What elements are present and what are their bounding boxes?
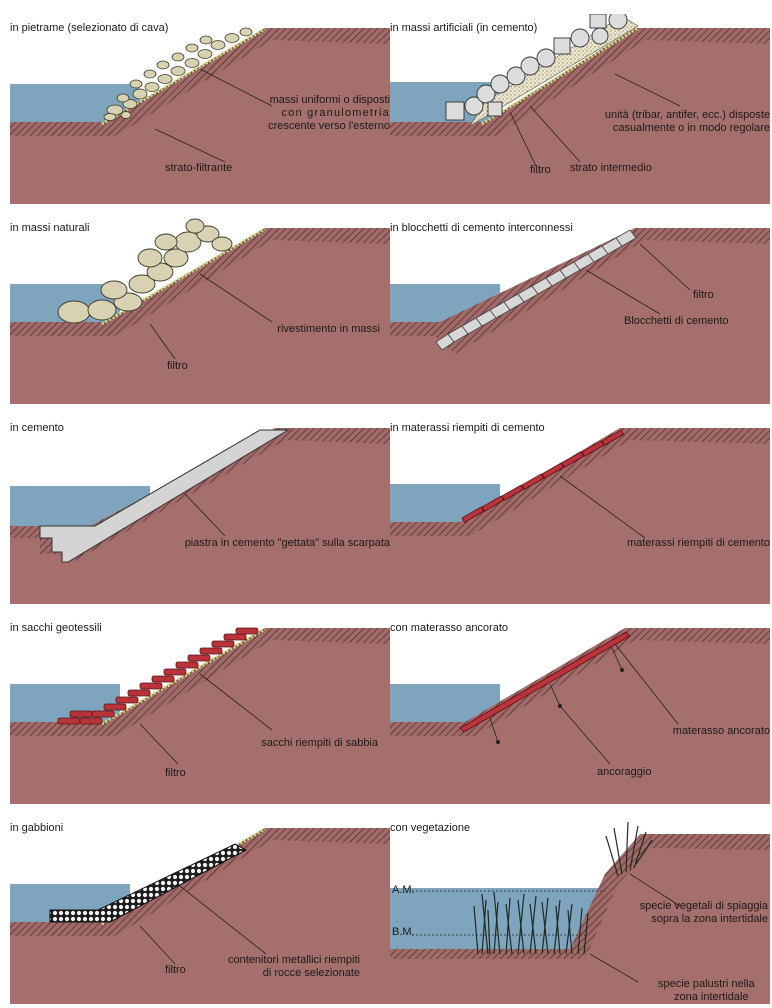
label-materasso-ancorato: materasso ancorato (673, 725, 770, 738)
panel-materassi: in materassi riempiti di cemento materas… (390, 414, 770, 604)
label-rocce: di rocce selezionate (263, 967, 360, 980)
panel-title: in blocchetti di cemento interconnessi (390, 222, 573, 235)
massi-naturali-diagram (10, 214, 390, 404)
cemento-diagram (10, 414, 390, 604)
panel-title: in materassi riempiti di cemento (390, 422, 545, 435)
panel-massi-artificiali: in massi artificiali (in cemento) unità … (390, 14, 770, 204)
label-ancoraggio: ancoraggio (597, 766, 651, 779)
panel-blocchetti: in blocchetti di cemento interconnessi f… (390, 214, 770, 404)
materasso-ancorato-diagram (390, 614, 770, 804)
panel-cemento: in cemento piastra in cemento "gettata" … (10, 414, 390, 604)
panel-massi-naturali: in massi naturali rivestimento in massi … (10, 214, 390, 404)
label-crescente: crescente verso l'esterno (268, 120, 390, 133)
label-zona-intertidale: zona intertidale (674, 991, 749, 1004)
label-specie-spiaggia: specie vegetali di spiaggia (640, 900, 768, 913)
panel-title: in pietrame (selezionato di cava) (10, 22, 168, 35)
materassi-diagram (390, 414, 770, 604)
blocchetti-diagram (390, 214, 770, 404)
label-casualmente: casualmente o in modo regolare (613, 122, 770, 135)
label-strato-intermedio: strato intermedio (570, 162, 652, 175)
sacchi-diagram (10, 614, 390, 804)
label-strato-filtrante: strato-filtrante (165, 162, 232, 175)
panel-title: con materasso ancorato (390, 622, 508, 635)
panel-title: in cemento (10, 422, 64, 435)
label-filtro: filtro (693, 289, 714, 302)
panel-vegetazione: con vegetazione A.M. B.M. specie vegetal… (390, 814, 770, 1004)
panel-title: in gabbioni (10, 822, 63, 835)
panel-title: in massi naturali (10, 222, 89, 235)
panel-sacchi: in sacchi geotessili sacchi riempiti di … (10, 614, 390, 804)
panel-title: in sacchi geotessili (10, 622, 102, 635)
label-sopra-intertidale: sopra la zona intertidale (651, 913, 768, 926)
label-specie-palustri: specie palustri nella (658, 978, 755, 991)
label-blocchetti: Blocchetti di cemento (624, 315, 729, 328)
label-contenitori: contenitori metallici riempiti (228, 954, 360, 967)
panel-pietrame: in pietrame (selezionato di cava) massi … (10, 14, 390, 204)
label-piastra: piastra in cemento "gettata" sulla scarp… (185, 537, 390, 550)
label-unita: unità (tribar, antifer, ecc.) disposte (605, 109, 770, 122)
label-filtro: filtro (530, 164, 551, 177)
label-rivestimento: rivestimento in massi (277, 323, 380, 336)
panel-title: in massi artificiali (in cemento) (390, 22, 537, 35)
label-bm: B.M. (392, 926, 415, 939)
label-granulometria: con granulometria (282, 107, 390, 120)
panel-gabbioni: in gabbioni contenitori metallici riempi… (10, 814, 390, 1004)
label-am: A.M. (392, 884, 415, 897)
label-massi: massi uniformi o disposti (270, 94, 390, 107)
label-filtro: filtro (165, 767, 186, 780)
label-filtro: filtro (165, 964, 186, 977)
panel-materasso-ancorato: con materasso ancorato materasso ancorat… (390, 614, 770, 804)
label-sacchi: sacchi riempiti di sabbia (261, 737, 378, 750)
panel-title: con vegetazione (390, 822, 470, 835)
label-materassi: materassi riempiti di cemento (627, 537, 770, 550)
label-filtro: filtro (167, 360, 188, 373)
